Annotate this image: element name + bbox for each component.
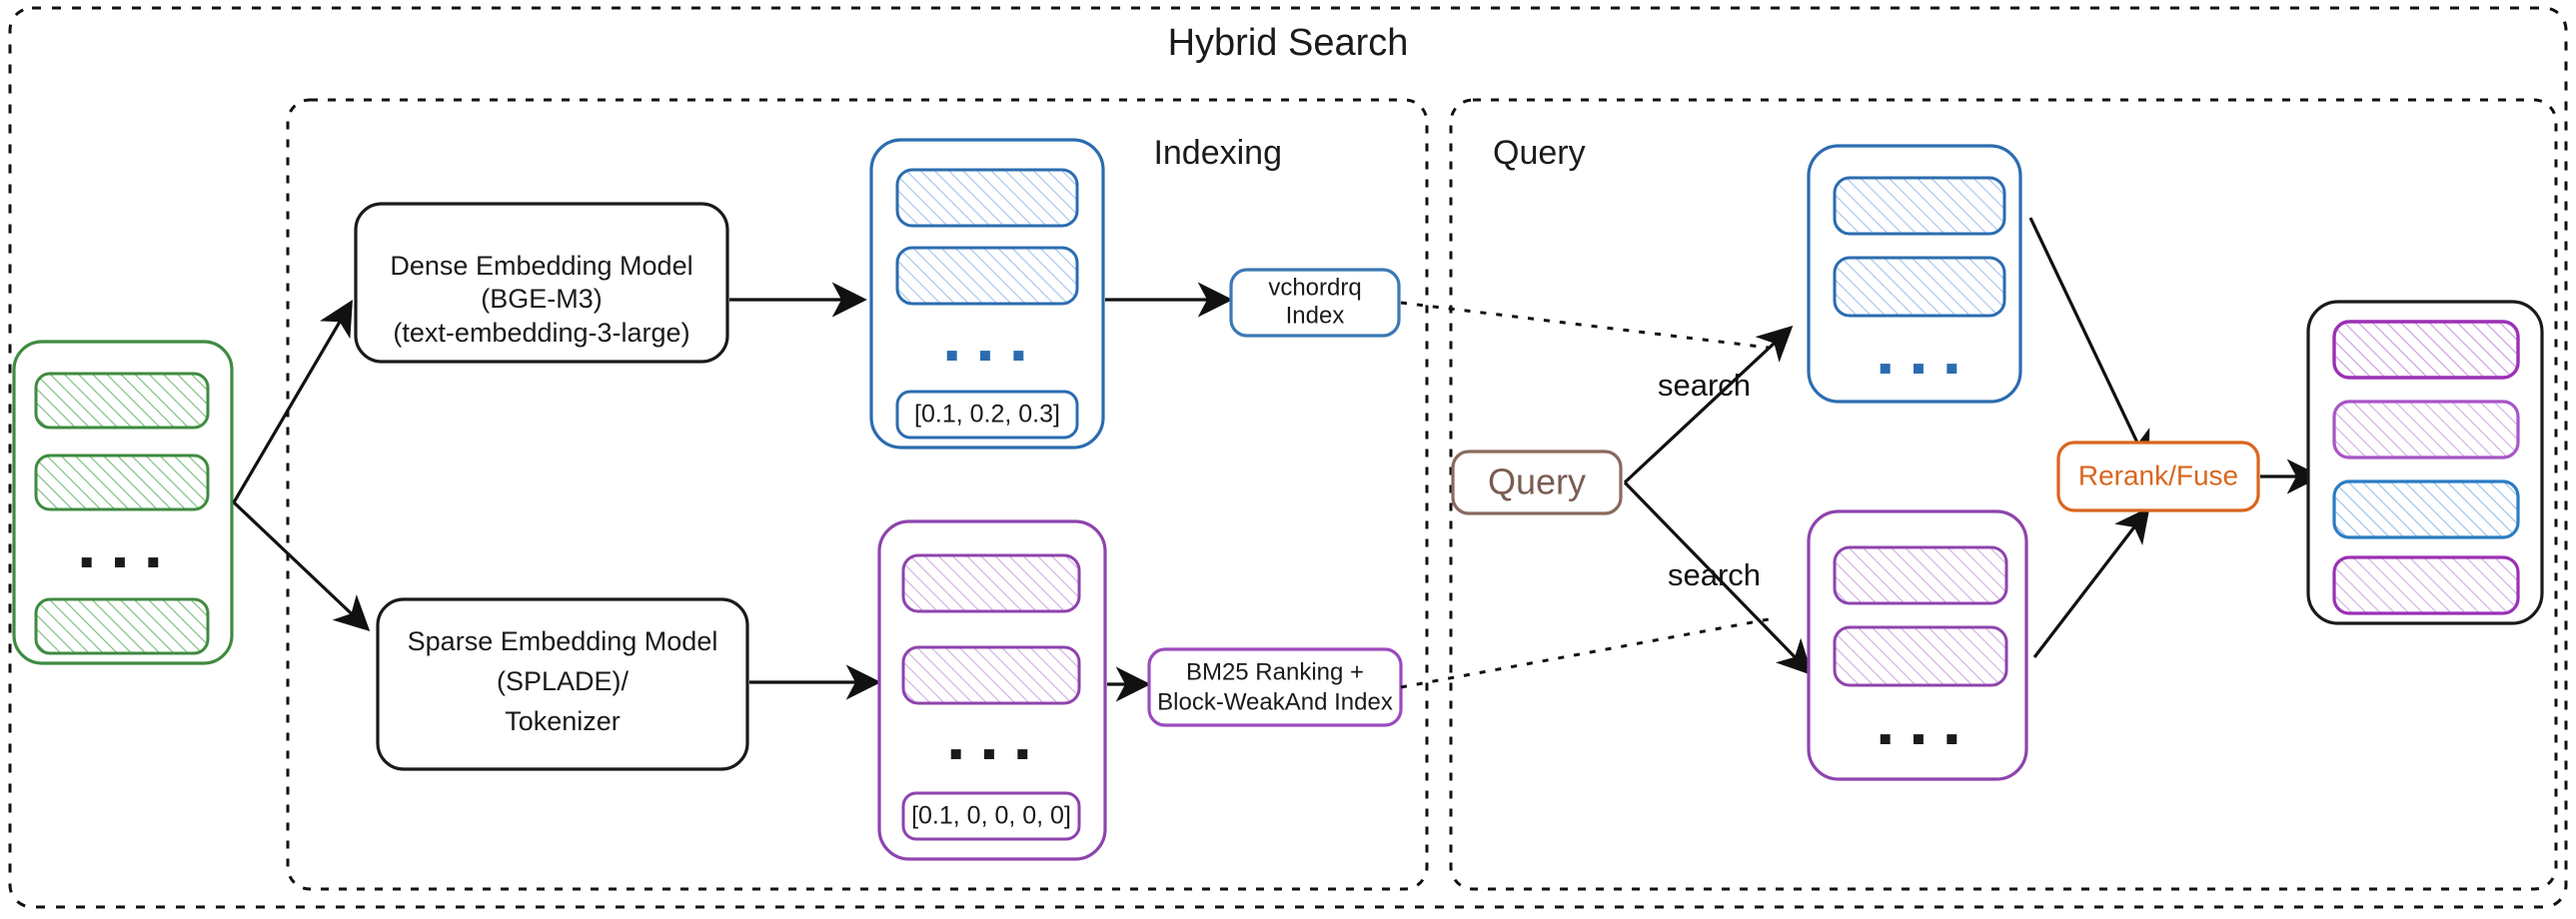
sparse-result-item	[1833, 545, 2008, 605]
final-result-item	[2332, 555, 2520, 615]
source-doc-item	[34, 372, 210, 430]
page-title: Hybrid Search	[1168, 22, 1409, 64]
vchordrq-index[interactable]: vchordrq Index	[1229, 268, 1401, 338]
query-input[interactable]: Query	[1451, 450, 1623, 515]
bm25-index[interactable]: BM25 Ranking + Block-WeakAnd Index	[1147, 647, 1403, 727]
arrow-query-to-dense-results	[1623, 325, 1794, 484]
dense-vector-item	[895, 246, 1079, 306]
vchordrq-index-line2: Index	[1286, 302, 1345, 329]
query-container: Query	[1449, 98, 2558, 891]
sparse-model-box	[376, 597, 749, 771]
dense-model-line2: (BGE-M3)	[481, 284, 603, 314]
sparse-vector-ellipsis: ▪ ▪ ▪	[949, 732, 1034, 776]
search-label-dense: search	[1658, 368, 1751, 403]
sparse-results[interactable]: ▪ ▪ ▪	[1807, 509, 2028, 781]
source-documents[interactable]: ▪ ▪ ▪	[12, 340, 234, 665]
dense-vector-item	[895, 168, 1079, 228]
source-doc-item	[34, 454, 210, 511]
sparse-embedding-model[interactable]: Sparse Embedding Model (SPLADE)/ Tokeniz…	[376, 597, 749, 771]
rerank-fuse-label: Rerank/Fuse	[2078, 460, 2238, 490]
dense-results[interactable]: ▪ ▪ ▪	[1807, 144, 2022, 404]
rerank-fuse[interactable]: Rerank/Fuse	[2056, 441, 2260, 512]
source-docs-ellipsis: ▪ ▪ ▪	[80, 540, 165, 584]
final-results[interactable]	[2306, 300, 2544, 625]
dotted-link-bm25-to-search	[1400, 617, 1770, 689]
sparse-vector-value: [0.1, 0, 0, 0, 0]	[911, 802, 1071, 830]
query-input-box	[1451, 450, 1623, 515]
final-result-item	[2332, 400, 2520, 460]
dense-model-box	[354, 202, 729, 364]
final-result-item	[2332, 320, 2520, 380]
dense-vector-value: [0.1, 0.2, 0.3]	[914, 401, 1060, 429]
search-label-sparse: search	[1668, 557, 1761, 592]
sparse-vector-item	[901, 553, 1081, 613]
indexing-container: Indexing	[286, 98, 1429, 891]
sparse-model-line1: Sparse Embedding Model	[408, 626, 718, 656]
dense-vector-store[interactable]: ▪ ▪ ▪ [0.1, 0.2, 0.3]	[869, 138, 1105, 450]
final-results-frame	[2306, 300, 2544, 625]
arrow-docs-to-sparse	[232, 500, 371, 632]
rerank-fuse-box	[2056, 441, 2260, 512]
arrow-query-to-sparse-results	[1623, 480, 1814, 676]
dense-embedding-model[interactable]: Dense Embedding Model (BGE-M3) (text-emb…	[354, 202, 729, 364]
sparse-vector-value-box	[901, 791, 1081, 841]
hybrid-search-container: Hybrid Search	[8, 6, 2568, 909]
sparse-model-line3: Tokenizer	[505, 706, 621, 736]
section-title-indexing: Indexing	[1153, 134, 1282, 172]
arrow-dense-results-to-rerank	[2028, 217, 2150, 467]
vchordrq-index-line1: vchordrq	[1268, 274, 1361, 301]
bm25-index-line1: BM25 Ranking +	[1186, 658, 1364, 685]
dense-result-item	[1833, 176, 2006, 236]
sparse-results-ellipsis: ▪ ▪ ▪	[1879, 717, 1963, 761]
final-result-item	[2332, 479, 2520, 539]
sparse-vector-store[interactable]: ▪ ▪ ▪ [0.1, 0, 0, 0, 0]	[877, 519, 1107, 861]
sparse-vector-item	[901, 645, 1081, 705]
dense-vector-ellipsis: ▪ ▪ ▪	[945, 334, 1030, 378]
dense-model-line3: (text-embedding-3-large)	[393, 318, 689, 348]
dense-model-line1: Dense Embedding Model	[390, 251, 692, 281]
indexing-border	[286, 98, 1429, 891]
dense-result-item	[1833, 256, 2006, 318]
sparse-result-item	[1833, 625, 2008, 687]
section-title-query: Query	[1493, 134, 1586, 172]
dense-results-ellipsis: ▪ ▪ ▪	[1879, 347, 1963, 391]
arrow-docs-to-dense	[232, 299, 353, 503]
bm25-index-line2: Block-WeakAnd Index	[1157, 688, 1393, 715]
arrow-sparse-results-to-rerank	[2032, 506, 2150, 658]
dense-vector-value-box	[895, 390, 1079, 440]
dotted-link-vchordrq-to-search	[1400, 301, 1770, 350]
sparse-model-line2: (SPLADE)/	[497, 666, 630, 696]
vchordrq-index-box	[1229, 268, 1401, 338]
source-doc-item	[34, 597, 210, 655]
query-input-label: Query	[1488, 461, 1586, 502]
